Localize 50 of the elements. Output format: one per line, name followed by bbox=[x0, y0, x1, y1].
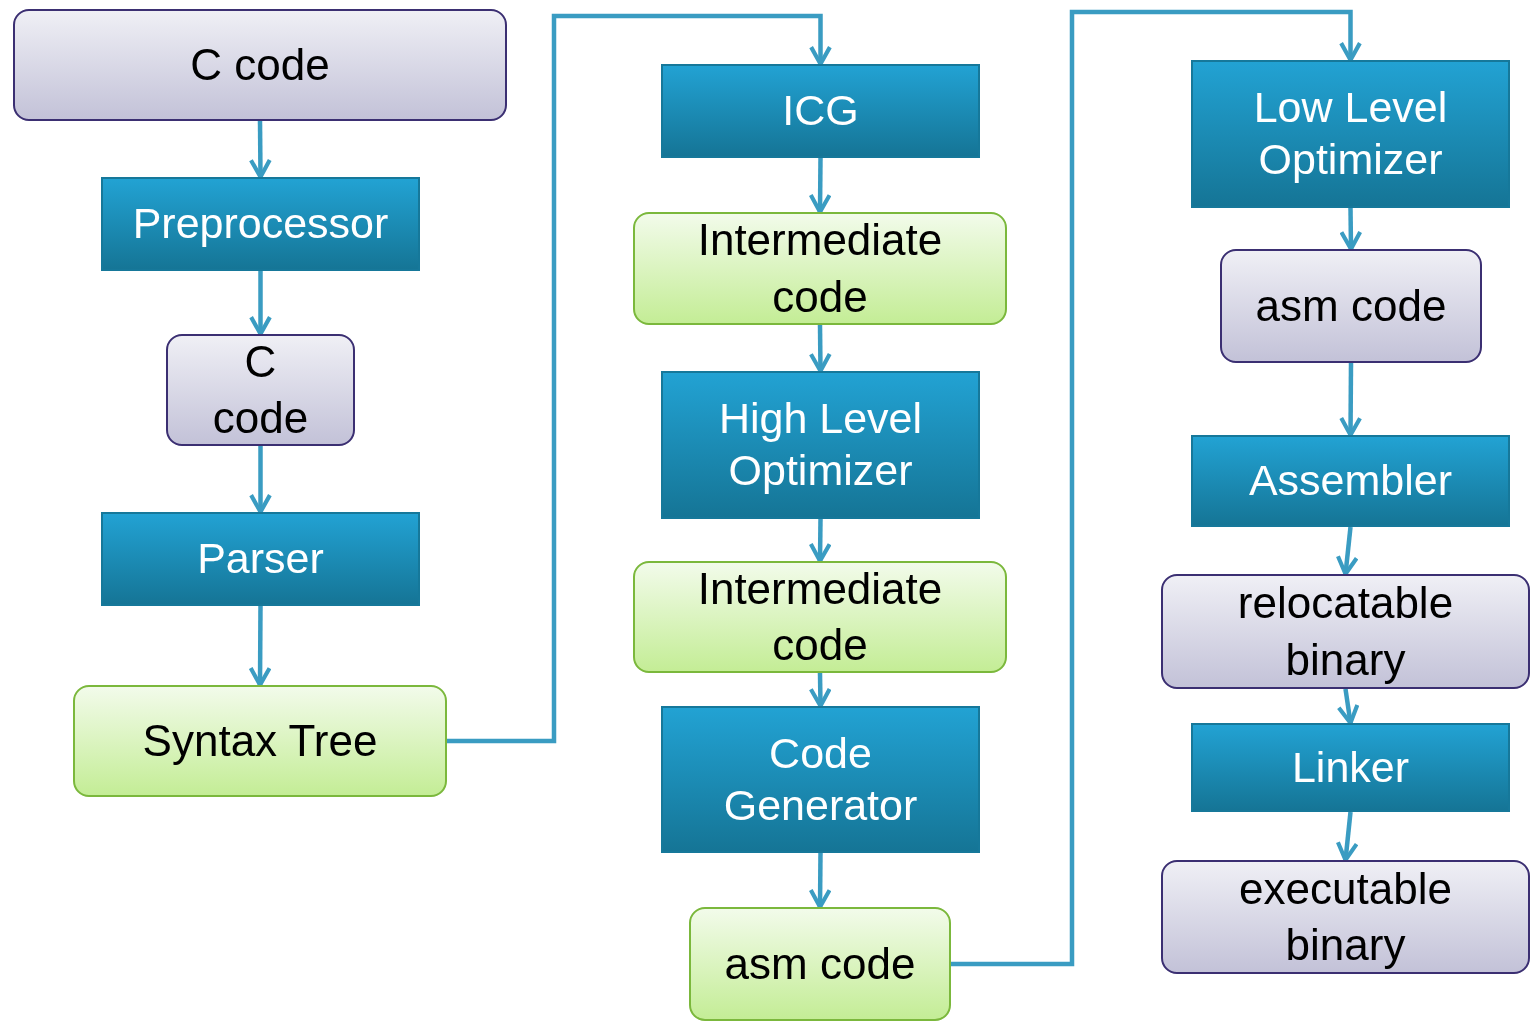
data-box bbox=[73, 685, 447, 797]
node-label: Assembler bbox=[1248, 455, 1453, 507]
process-box bbox=[661, 64, 980, 158]
node-label: Intermediate code bbox=[696, 562, 944, 671]
arrow bbox=[248, 120, 272, 180]
data-box bbox=[633, 561, 1007, 673]
arrow bbox=[447, 13, 832, 744]
node-label: Parser bbox=[197, 533, 324, 585]
arrow bbox=[808, 324, 832, 374]
data-box bbox=[1161, 574, 1530, 689]
arrow bbox=[1336, 688, 1360, 726]
arrow bbox=[248, 606, 272, 688]
node-label: asm code bbox=[724, 937, 916, 990]
node-label: C code bbox=[211, 335, 310, 444]
node-label: Low Level Optimizer bbox=[1252, 82, 1449, 185]
arrow bbox=[808, 672, 832, 709]
node-label: relocatable binary bbox=[1236, 577, 1455, 686]
data-box bbox=[1161, 860, 1530, 974]
node-label: Preprocessor bbox=[132, 198, 389, 250]
process-box bbox=[661, 371, 980, 519]
process-box bbox=[661, 706, 980, 853]
process-box bbox=[101, 512, 420, 606]
data-box bbox=[633, 212, 1007, 325]
process-box bbox=[1191, 723, 1510, 812]
data-box bbox=[689, 907, 951, 1021]
node-label: C code bbox=[190, 38, 330, 91]
process-box bbox=[101, 177, 420, 271]
node-label: Intermediate code bbox=[696, 214, 944, 323]
process-box bbox=[1191, 435, 1510, 527]
node-label: Code Generator bbox=[722, 727, 919, 831]
node-label: asm code bbox=[1255, 279, 1447, 332]
arrow bbox=[808, 157, 832, 215]
node-label: High Level Optimizer bbox=[717, 393, 924, 496]
node-label: Linker bbox=[1291, 741, 1410, 793]
data-box bbox=[1220, 249, 1482, 363]
arrow bbox=[1339, 363, 1363, 438]
node-label: ICG bbox=[782, 85, 859, 137]
arrow bbox=[1335, 811, 1359, 863]
arrow bbox=[1335, 526, 1359, 577]
arrow bbox=[249, 446, 272, 515]
arrow bbox=[249, 271, 272, 337]
node-label: Syntax Tree bbox=[142, 714, 378, 767]
arrow bbox=[951, 9, 1362, 967]
arrow bbox=[1339, 207, 1363, 252]
process-box bbox=[1191, 60, 1510, 208]
data-box bbox=[13, 9, 507, 121]
data-box bbox=[166, 334, 355, 446]
arrow bbox=[808, 518, 832, 564]
arrow bbox=[808, 852, 832, 910]
node-label: executable binary bbox=[1238, 862, 1453, 971]
